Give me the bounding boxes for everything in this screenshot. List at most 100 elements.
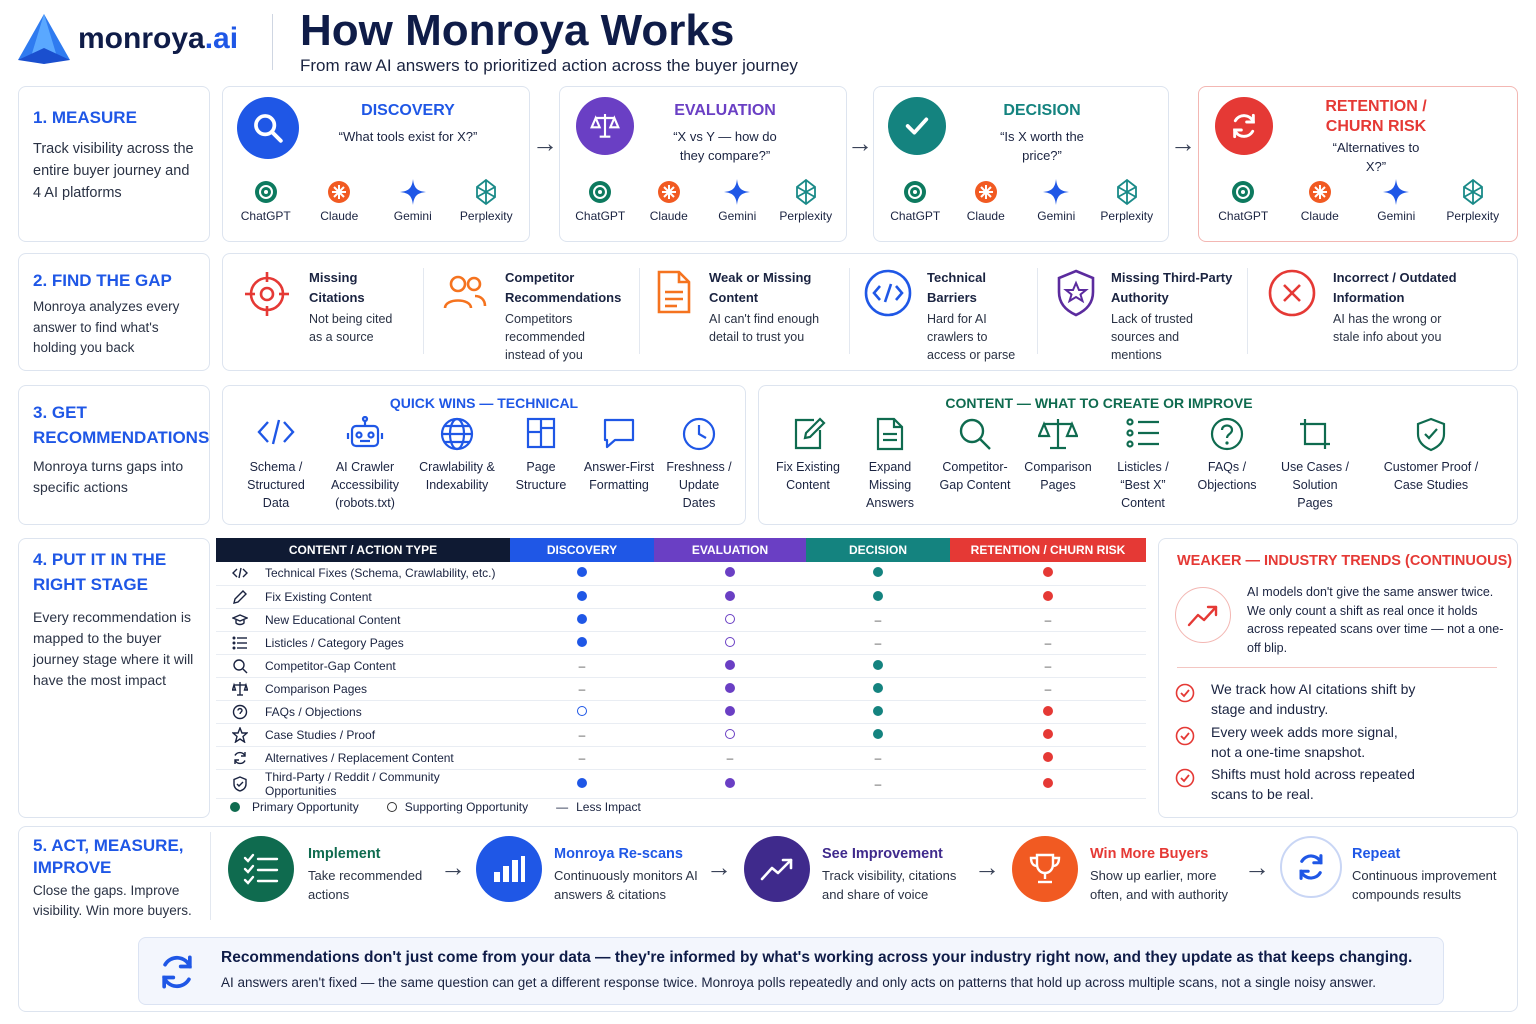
claude-icon	[657, 181, 680, 203]
rec-customer-proof: Customer Proof / Case Studies	[1371, 416, 1491, 494]
stage-question: “X vs Y — how do they compare?”	[673, 129, 777, 163]
scale-icon	[576, 97, 634, 155]
trends-intro: AI models don't give the same answer twi…	[1247, 585, 1504, 655]
step-title: 2. FIND THE GAP	[33, 271, 172, 290]
document-icon	[657, 270, 691, 314]
matrix-row-label: Case Studies / Proof	[265, 728, 376, 743]
less-impact-dash: –	[874, 777, 882, 792]
primary-dot	[725, 778, 735, 789]
chatgpt-icon	[1232, 181, 1255, 203]
platform-perplexity: Perplexity	[451, 175, 521, 223]
shield-icon	[233, 776, 247, 793]
arrow-right-icon: →	[1244, 852, 1270, 882]
people-icon	[443, 275, 487, 309]
arrow-right-icon: →	[1170, 128, 1196, 158]
platform-claude: Claude	[951, 175, 1021, 223]
less-impact-dash: –	[874, 751, 882, 766]
matrix-row: Listicles / Category Pages––	[216, 631, 1146, 655]
primary-dot	[577, 613, 587, 624]
primary-dot	[873, 567, 883, 578]
arrow-right-icon: →	[440, 852, 466, 882]
perplexity-icon	[1116, 178, 1137, 206]
step-title: 1. MEASURE	[33, 108, 137, 127]
step-title: 3. GET RECOMMENDATIONS	[33, 403, 210, 447]
bar-chart-icon	[476, 836, 542, 902]
primary-dot	[873, 683, 883, 694]
trends-panel: WEAKER — INDUSTRY TRENDS (CONTINUOUS) AI…	[1158, 538, 1518, 818]
target-icon	[245, 272, 289, 316]
page-subtitle: From raw AI answers to prioritized actio…	[300, 56, 798, 75]
step-desc: Monroya turns gaps into specific actions	[33, 458, 184, 495]
legend-less-dash: —	[556, 800, 569, 814]
less-impact-dash: –	[874, 635, 882, 650]
step-recommendations: 3. GET RECOMMENDATIONS Monroya turns gap…	[18, 385, 210, 525]
primary-dot	[1043, 590, 1053, 601]
stage-question: “Alternatives to X?”	[1332, 140, 1420, 174]
refresh-icon	[1215, 97, 1273, 155]
matrix-header-type: CONTENT / ACTION TYPE	[216, 538, 510, 562]
platform-perplexity: Perplexity	[1092, 175, 1162, 223]
primary-dot	[725, 567, 735, 578]
step-measure: 1. MEASURE Track visibility across the e…	[18, 86, 210, 242]
globe-icon	[440, 417, 474, 451]
matrix-row: Comparison Pages––	[216, 677, 1146, 702]
less-impact-dash: –	[1044, 635, 1052, 650]
primary-dot	[873, 729, 883, 740]
platform-claude: Claude	[1285, 175, 1355, 223]
matrix-row-label: New Educational Content	[265, 612, 401, 627]
less-impact-dash: –	[874, 612, 882, 627]
technical-title: QUICK WINS — TECHNICAL	[389, 395, 579, 411]
chatgpt-icon	[589, 181, 612, 203]
stage-title: DECISION	[1003, 102, 1081, 119]
code-icon	[864, 269, 912, 317]
step-title: 5. ACT, MEASURE, IMPROVE	[33, 836, 184, 877]
primary-dot	[1043, 778, 1053, 789]
step-desc: Close the gaps. Improve visibility. Win …	[33, 883, 192, 918]
stage-question: “Is X worth the price?”	[1000, 129, 1084, 163]
question-icon	[1210, 417, 1244, 451]
document-icon	[876, 417, 904, 451]
shield-check-icon	[1416, 417, 1446, 452]
primary-dot	[873, 659, 883, 670]
check-circle-icon	[1175, 683, 1195, 703]
frame-icon	[1300, 419, 1330, 449]
technical-panel: QUICK WINS — TECHNICAL Schema / Structur…	[222, 385, 746, 525]
matrix-header-evaluation: EVALUATION	[654, 538, 806, 562]
refresh-icon	[234, 752, 246, 765]
stage-title: EVALUATION	[674, 102, 776, 119]
checklist-icon	[228, 836, 294, 902]
matrix-row-label: FAQs / Objections	[265, 705, 362, 720]
perplexity-icon	[1462, 178, 1483, 206]
primary-dot	[725, 659, 735, 670]
step-desc: Track visibility across the entire buyer…	[33, 141, 194, 201]
gemini-icon	[399, 179, 426, 205]
legend-supporting-ring	[386, 802, 397, 812]
matrix-row-label: Alternatives / Replacement Content	[265, 751, 454, 766]
platform-list: ChatGPT Claude Gemini Perplexity	[229, 175, 523, 223]
matrix-row: Third-Party / Reddit / Community Opportu…	[216, 769, 1146, 800]
claude-icon	[1308, 181, 1331, 203]
banner-body: AI answers aren't fixed — the same quest…	[221, 975, 1376, 990]
matrix-row: Case Studies / Proof –	[216, 723, 1146, 748]
pencil-icon	[233, 589, 247, 604]
legend-primary-dot	[230, 802, 240, 812]
step5-divider	[210, 832, 211, 920]
arrow-right-icon: →	[974, 852, 1000, 882]
step-find-gap: 2. FIND THE GAP Monroya analyzes every a…	[18, 253, 210, 371]
less-impact-dash: –	[726, 751, 734, 766]
rec-freshness: Freshness / Update Dates	[663, 416, 735, 512]
less-impact-dash: –	[578, 728, 586, 743]
header-divider	[272, 14, 273, 70]
primary-dot	[873, 590, 883, 601]
banner-headline: Recommendations don't just come from you…	[221, 949, 1413, 966]
scale-icon	[232, 682, 248, 696]
step-title: 4. PUT IT IN THE RIGHT STAGE	[33, 550, 167, 594]
rec-schema: Schema / Structured Data	[239, 416, 313, 512]
refresh-icon	[1280, 836, 1342, 898]
platform-chatgpt: ChatGPT	[566, 175, 635, 223]
